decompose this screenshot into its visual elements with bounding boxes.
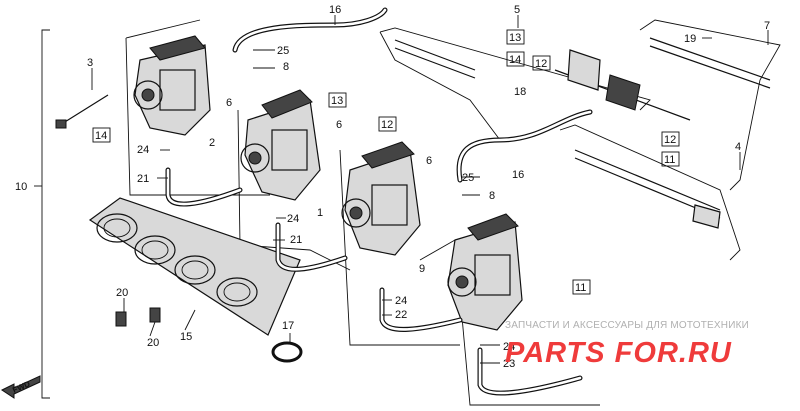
svg-text:14: 14 [509, 54, 521, 66]
intake-manifold [88, 197, 301, 336]
callout-24-c: 24 [395, 295, 407, 307]
boxed-callout-13-b: 13 [506, 29, 525, 45]
callout-3: 3 [87, 57, 93, 69]
callout-24-d: 24 [503, 341, 515, 353]
callout-23: 23 [503, 358, 515, 370]
svg-text:11: 11 [575, 282, 586, 294]
callout-25-mid: 25 [462, 172, 474, 184]
callout-2: 2 [209, 137, 215, 149]
screws-20 [115, 307, 161, 327]
boxed-callout-12-b: 12 [532, 55, 551, 71]
leader-lines [91, 15, 769, 364]
svg-text:12: 12 [535, 58, 547, 70]
callout-22: 22 [395, 309, 407, 321]
linkage-shaft-assembly [379, 27, 691, 141]
boxed-callout-12-c: 12 [661, 131, 680, 147]
callout-24-b: 24 [287, 213, 299, 225]
callout-20-a: 20 [116, 287, 128, 299]
callout-6-b: 6 [336, 119, 342, 131]
o-ring-17 [271, 341, 303, 363]
callout-16-top: 16 [329, 4, 341, 16]
callout-1: 1 [317, 207, 323, 219]
callout-10: 10 [15, 181, 27, 193]
fwd-label: FWD [11, 379, 32, 395]
callout-19: 19 [684, 33, 696, 45]
callout-20-b: 20 [147, 337, 159, 349]
svg-text:11: 11 [664, 154, 675, 166]
callout-8-top: 8 [283, 61, 289, 73]
callout-6-c: 6 [426, 155, 432, 167]
callout-24-a: 24 [137, 144, 149, 156]
callout-labels: 16 5 7 3 25 8 6 2 24 21 10 6 1 24 21 6 2… [15, 4, 770, 370]
callout-7: 7 [764, 20, 770, 32]
choke-shaft-assembly [559, 124, 741, 261]
callout-4: 4 [735, 141, 741, 153]
boxed-callout-11-a: 11 [661, 151, 680, 167]
callout-8-mid: 8 [489, 190, 495, 202]
svg-text:13: 13 [331, 95, 343, 107]
bracket-10 [34, 29, 50, 399]
screw-3 [55, 94, 109, 129]
carburetor-1 [133, 35, 211, 136]
svg-text:12: 12 [664, 134, 676, 146]
boxed-callout-12-a: 12 [378, 116, 397, 132]
callout-5: 5 [514, 4, 520, 16]
boxed-callout-11-b: 11 [572, 279, 591, 295]
fuel-hoses [165, 7, 593, 396]
carburetor-4 [447, 213, 523, 331]
svg-text:13: 13 [509, 32, 521, 44]
callout-17: 17 [282, 320, 294, 332]
boxed-callout-13-a: 13 [328, 92, 347, 108]
callout-6-a: 6 [226, 97, 232, 109]
callout-9: 9 [419, 263, 425, 275]
watermark-logo: PARTS FOR.RU [505, 337, 732, 369]
callout-21-b: 21 [290, 234, 302, 246]
callout-18: 18 [514, 86, 526, 98]
callout-15: 15 [180, 331, 192, 343]
callout-21-a: 21 [137, 173, 149, 185]
watermark: ЗАПЧАСТИ И АКСЕССУАРЫ ДЛЯ МОТОТЕХНИКИ PA… [505, 320, 749, 369]
carburetor-3 [341, 141, 421, 256]
boxed-callout-14-b: 14 [506, 51, 525, 67]
svg-text:14: 14 [95, 130, 107, 142]
callout-25-top: 25 [277, 45, 289, 57]
boxed-callouts: 14 13 12 13 14 12 12 11 [92, 29, 680, 295]
svg-text:12: 12 [381, 119, 393, 131]
fwd-arrow [1, 375, 41, 399]
throttle-bracket [639, 19, 781, 191]
carburetor-2 [240, 89, 321, 201]
watermark-text: ЗАПЧАСТИ И АКСЕССУАРЫ ДЛЯ МОТОТЕХНИКИ [505, 320, 749, 331]
boxed-callout-14-a: 14 [92, 127, 111, 143]
callout-16-mid: 16 [512, 169, 524, 181]
